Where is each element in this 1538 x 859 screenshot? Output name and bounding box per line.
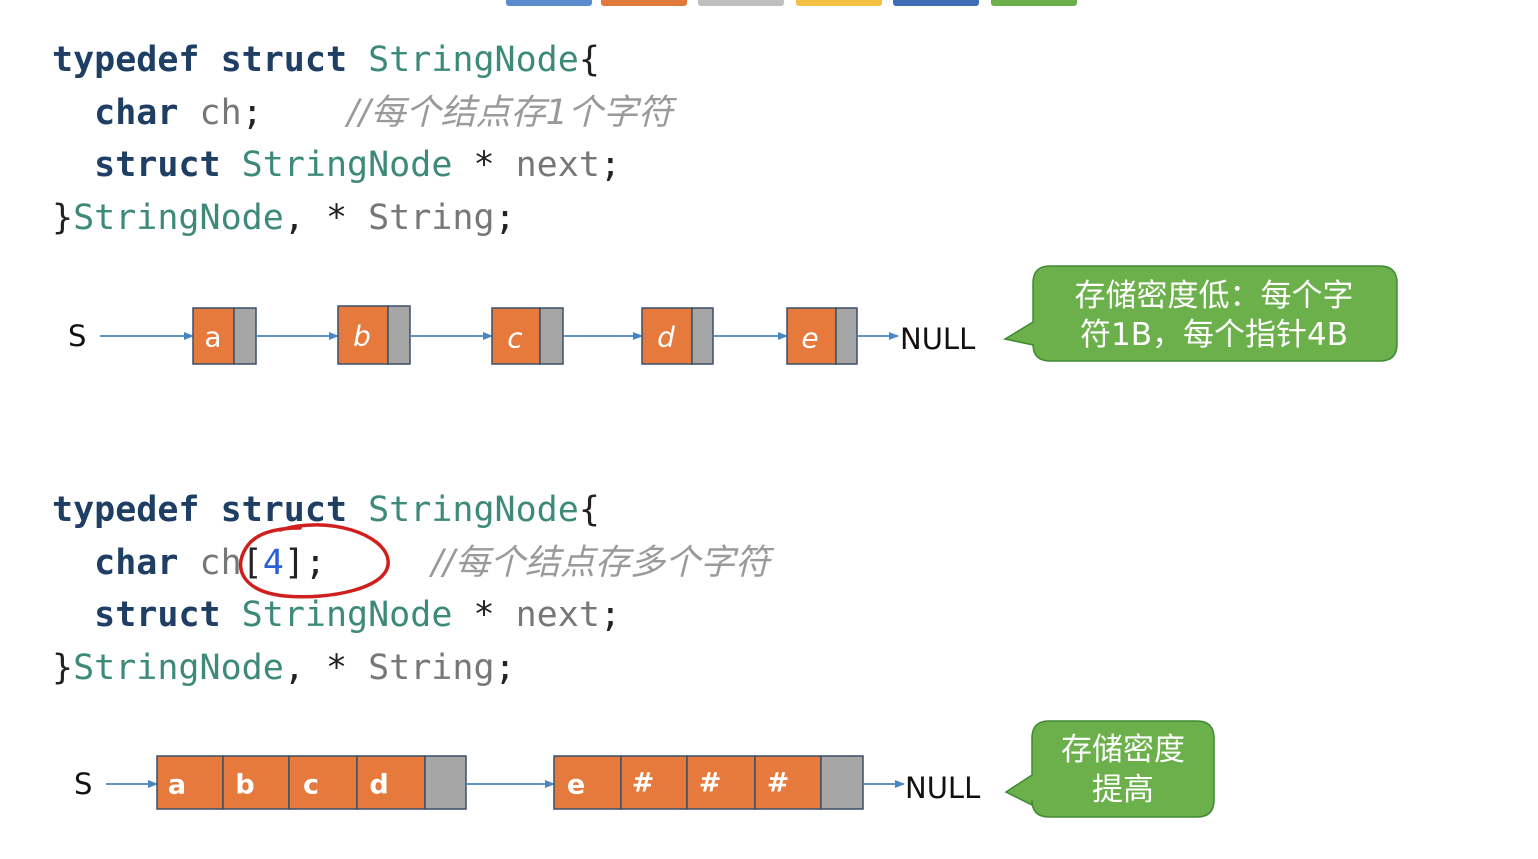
- node-char: #: [699, 768, 722, 799]
- type-name: StringNode: [368, 490, 579, 530]
- node-char: #: [632, 768, 655, 799]
- null-label: NULL: [900, 322, 975, 356]
- node-data-cell: [222, 755, 290, 810]
- callout-line: 存储密度低：每个字: [1075, 278, 1354, 314]
- list-node: e: [786, 307, 858, 365]
- punctuation: *: [452, 145, 516, 185]
- list-node: b: [337, 305, 411, 365]
- node-data-cell: [156, 755, 224, 810]
- list-node: d: [641, 307, 714, 365]
- null-label: NULL: [905, 771, 980, 805]
- keyword: char: [94, 92, 179, 133]
- keyword: struct: [220, 40, 348, 80]
- node-char: d: [369, 770, 388, 801]
- node-data-cell: [620, 755, 688, 810]
- identifier: next: [515, 145, 600, 185]
- punctuation: {: [578, 40, 600, 80]
- list-node: a: [192, 307, 257, 365]
- punctuation: , *: [283, 647, 369, 688]
- punctuation: }: [52, 647, 74, 688]
- node-data-cell: [192, 307, 235, 365]
- punctuation: ;: [494, 647, 516, 688]
- node-char: d: [657, 321, 675, 354]
- identifier: ch: [199, 542, 242, 583]
- identifier: String: [368, 647, 495, 688]
- node-data-cell: [786, 307, 837, 365]
- code-line: char ch; //每个结点存1个字符: [52, 93, 673, 133]
- type-name: StringNode: [368, 40, 579, 80]
- punctuation: ;: [241, 92, 263, 133]
- callout-line: 符1B，每个指针4B: [1080, 317, 1348, 353]
- top-tab-yellow: [796, 0, 882, 6]
- node-char: a: [168, 770, 186, 801]
- callout-line: 存储密度: [1061, 732, 1185, 768]
- identifier: ch: [199, 92, 242, 133]
- node-data-cell: [337, 305, 389, 365]
- punctuation: {: [578, 490, 600, 530]
- head-pointer-label: S: [68, 319, 86, 353]
- code-comment: //每个结点存1个字符: [347, 92, 673, 133]
- top-tab-gray: [698, 0, 784, 6]
- node-pointer-cell: [387, 305, 411, 365]
- node-data-cell: [553, 755, 622, 810]
- type-name: StringNode: [73, 647, 284, 688]
- callout-storage-density-low: 存储密度低：每个字 符1B，每个指针4B: [1002, 265, 1398, 362]
- node-char: e: [567, 770, 585, 801]
- type-name: StringNode: [241, 595, 453, 635]
- top-tab-green: [991, 0, 1077, 6]
- node-char: #: [767, 768, 790, 799]
- code-line: }StringNode, * String;: [52, 198, 516, 238]
- punctuation: , *: [283, 197, 369, 238]
- node-data-cell: [288, 755, 358, 810]
- node-char: b: [235, 770, 254, 801]
- top-tab-navy: [893, 0, 979, 6]
- punctuation: ;: [599, 595, 621, 635]
- keyword: struct: [94, 595, 221, 635]
- code-block-multi-char: typedef struct StringNode{ char ch[4]; /…: [52, 484, 770, 694]
- node-data-cell: [686, 755, 756, 810]
- punctuation: *: [452, 595, 516, 635]
- top-tab-blue: [506, 0, 592, 6]
- callout-storage-density-improved: 存储密度 提高: [1004, 720, 1215, 818]
- code-line: struct StringNode * next;: [52, 595, 621, 635]
- node-char: c: [507, 322, 523, 355]
- type-name: StringNode: [73, 197, 284, 238]
- node-char: a: [204, 321, 221, 354]
- code-line: struct StringNode * next;: [52, 145, 621, 185]
- keyword: typedef: [52, 490, 200, 530]
- keyword: struct: [94, 145, 221, 185]
- code-line: }StringNode, * String;: [52, 648, 516, 688]
- head-pointer-label: S: [74, 767, 92, 801]
- punctuation: ;: [599, 145, 621, 185]
- identifier: next: [515, 595, 600, 635]
- identifier: String: [368, 197, 495, 238]
- node-data-cell: [641, 307, 693, 365]
- code-block-single-char: typedef struct StringNode{ char ch; //每个…: [52, 34, 673, 244]
- node-char: c: [303, 770, 319, 801]
- node-data-cell: [754, 755, 822, 810]
- node-char: b: [353, 320, 371, 353]
- block-node: e # # #: [553, 755, 864, 810]
- callout-line: 提高: [1092, 772, 1154, 808]
- top-tab-orange: [601, 0, 687, 6]
- code-line: typedef struct StringNode{: [52, 40, 600, 80]
- node-pointer-cell: [424, 755, 467, 810]
- node-pointer-cell: [820, 755, 864, 810]
- node-char: e: [801, 322, 818, 355]
- punctuation: ;: [494, 197, 516, 238]
- code-comment: //每个结点存多个字符: [431, 542, 770, 583]
- node-data-cell: [356, 755, 426, 810]
- block-node: a b c d: [156, 755, 467, 810]
- type-name: StringNode: [241, 145, 453, 185]
- list-node: c: [491, 307, 564, 365]
- keyword: char: [94, 542, 179, 583]
- keyword: typedef: [52, 40, 200, 80]
- punctuation: }: [52, 197, 74, 238]
